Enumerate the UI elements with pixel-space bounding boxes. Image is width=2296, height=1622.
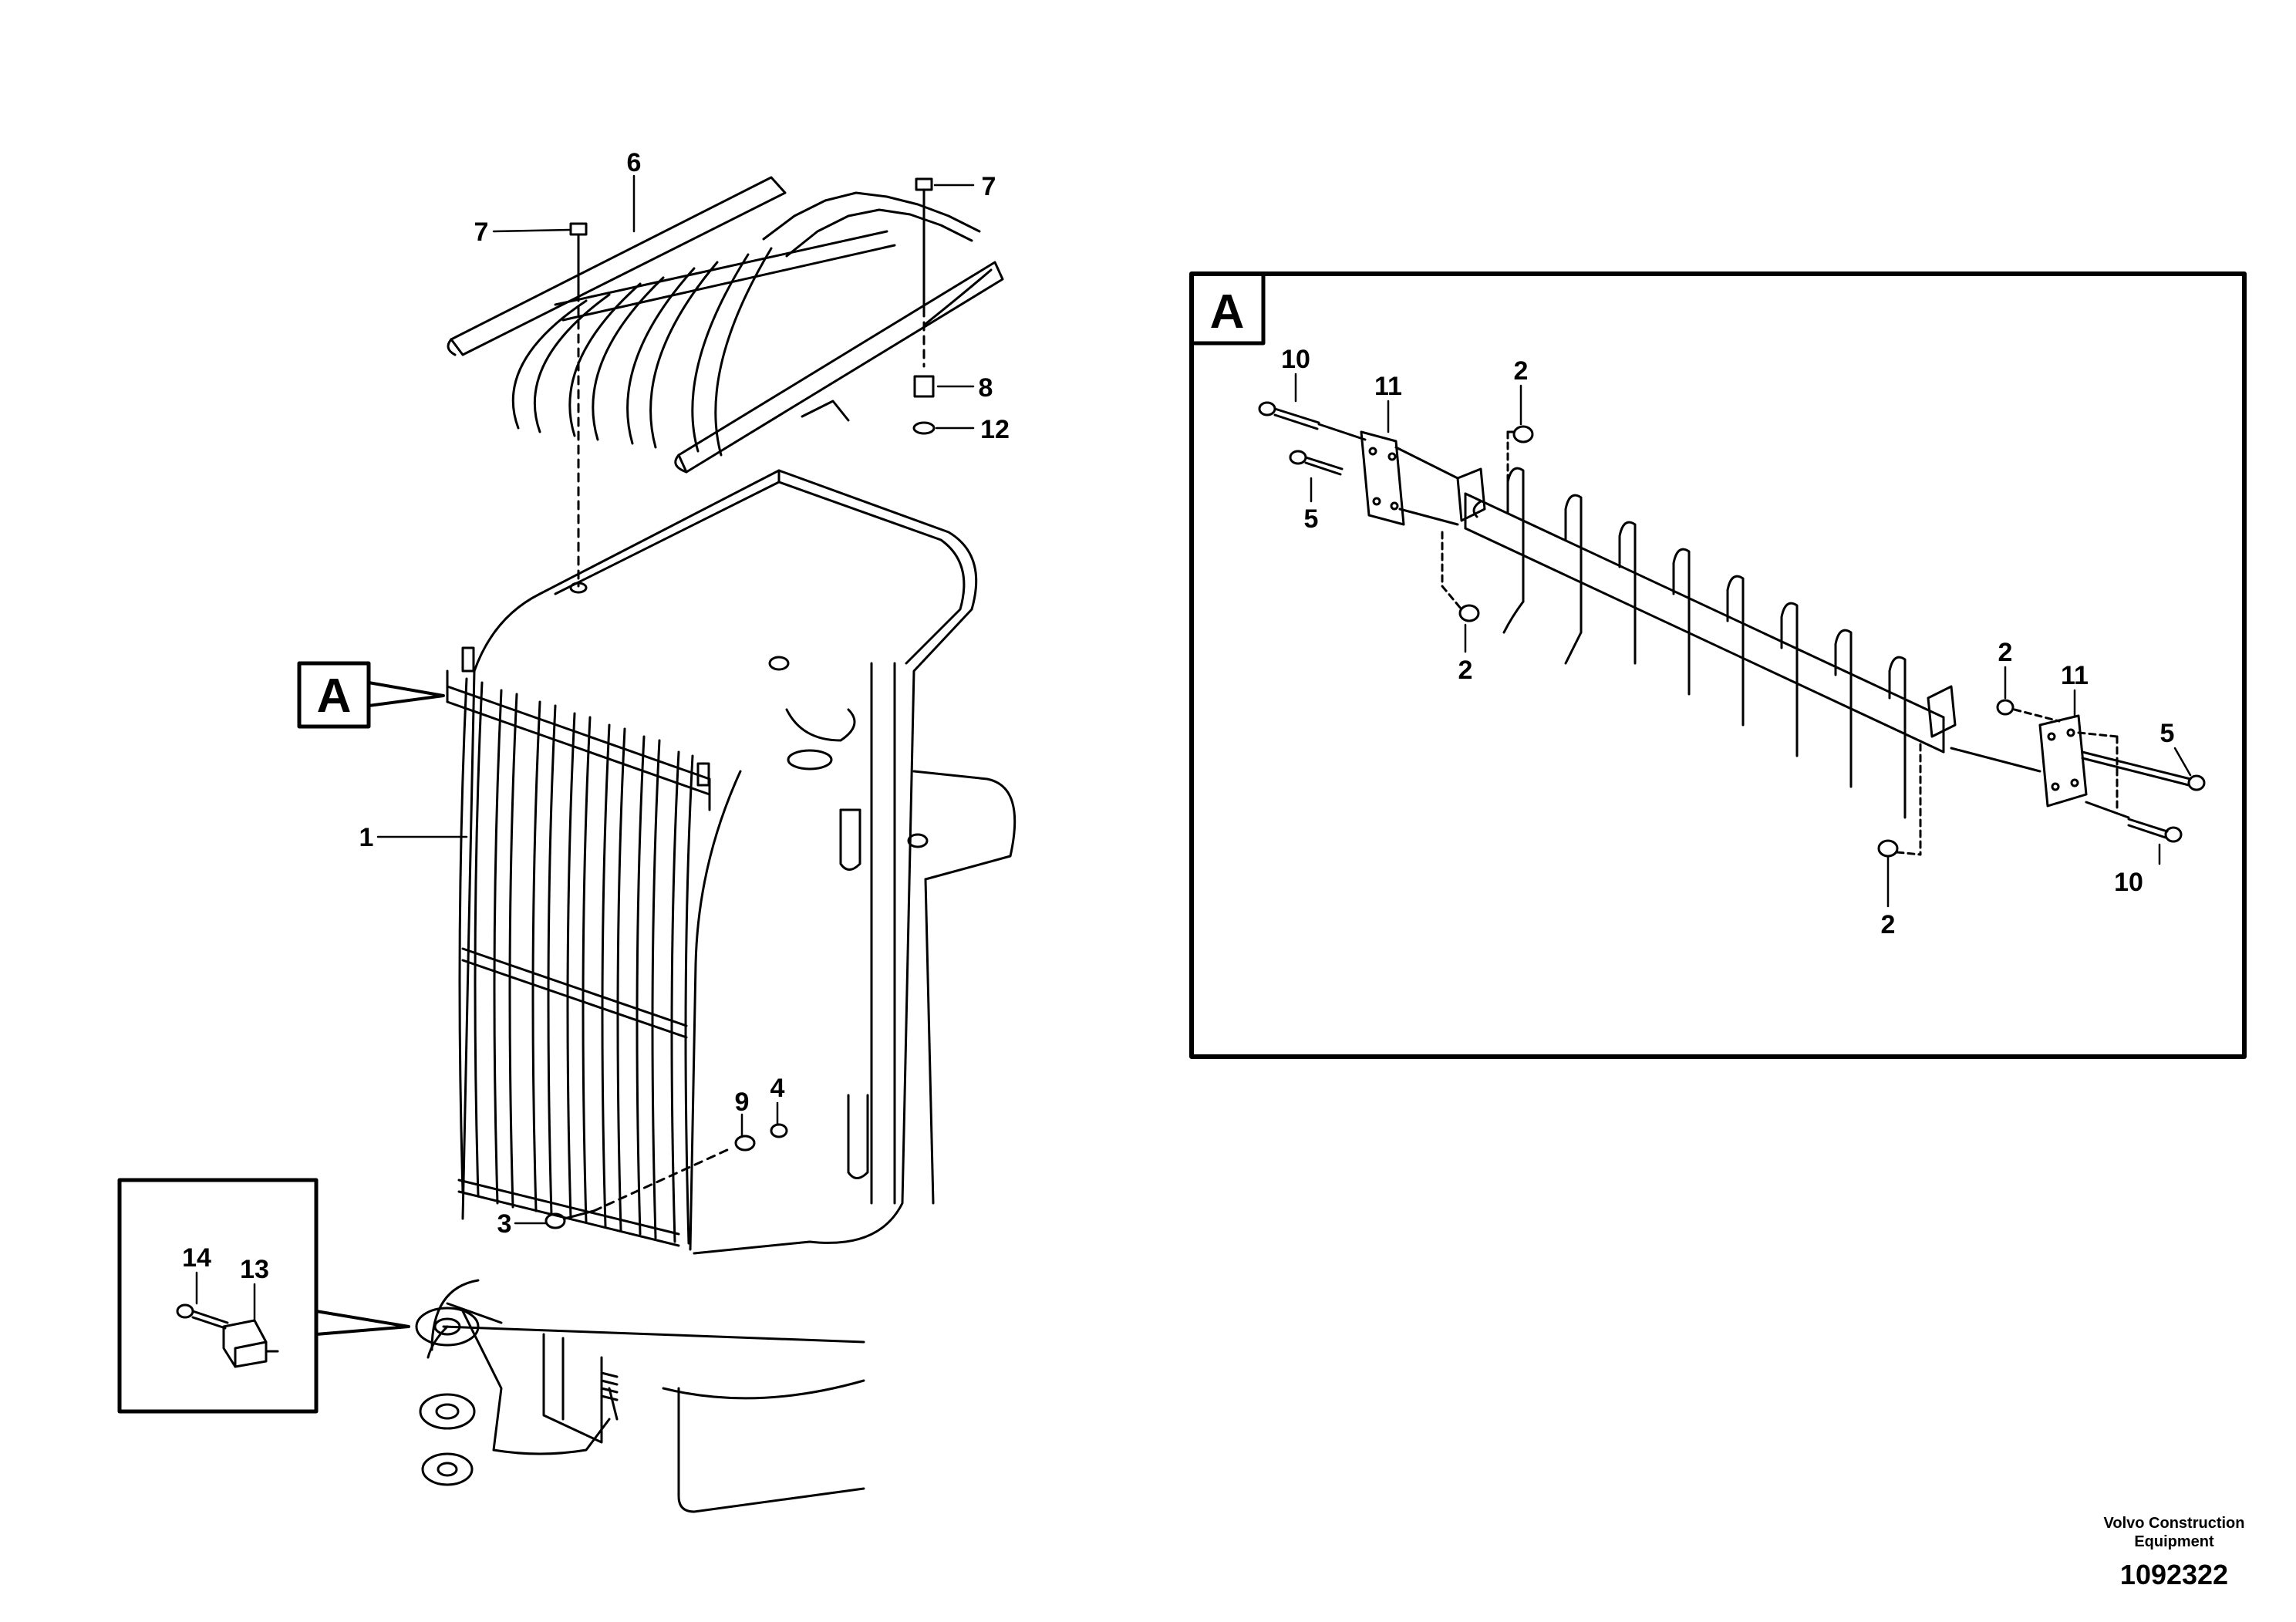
part-label-6: 6 xyxy=(627,148,642,177)
part-label-12: 12 xyxy=(980,415,1010,444)
detail-label-5-right: 5 xyxy=(2160,719,2175,748)
bolt-10-left xyxy=(1258,401,1367,441)
bolt-3 xyxy=(544,1148,730,1229)
nut-2-bottom-left xyxy=(1441,531,1480,622)
leader-lines xyxy=(195,174,2192,1322)
part-label-7-right: 7 xyxy=(982,172,996,201)
part-label-8: 8 xyxy=(979,373,993,403)
brand-line-2: Equipment xyxy=(2134,1533,2214,1550)
detail-label-5-left: 5 xyxy=(1304,504,1319,534)
brand-line-1: Volvo Construction xyxy=(2103,1515,2245,1532)
part-label-1: 1 xyxy=(359,823,374,852)
bolt-5-right xyxy=(2081,750,2206,791)
nut-4 xyxy=(770,1123,788,1138)
bolt-7-right xyxy=(915,177,933,368)
nut-2-top-left xyxy=(1506,425,1534,503)
cab-body xyxy=(461,469,1017,1255)
detail-label-10-left: 10 xyxy=(1281,345,1310,374)
detail-label-11-left: 11 xyxy=(1374,372,1402,401)
nut-2-bottom-right xyxy=(1877,743,1922,858)
part-label-4: 4 xyxy=(770,1074,785,1103)
label-group: A A 1 3 4 6 7 7 8 9 12 13 14 10 11 2 5 2… xyxy=(182,148,2174,1284)
part-label-13: 13 xyxy=(240,1255,269,1284)
detail-box-lower xyxy=(117,1178,410,1414)
part-label-3: 3 xyxy=(497,1209,512,1239)
top-guard-assembly xyxy=(447,176,1004,474)
boom-base xyxy=(415,1279,865,1513)
detail-label-11-right: 11 xyxy=(2061,661,2089,690)
bolt-10-right xyxy=(2085,801,2183,843)
bolt-5-left xyxy=(1289,450,1344,476)
detail-label-2-bottom-right: 2 xyxy=(1881,910,1896,939)
part-label-14: 14 xyxy=(182,1243,211,1273)
nut-2-top-right xyxy=(1996,699,2061,723)
plate-11-right xyxy=(1950,714,2119,811)
footer-block: Volvo Construction Equipment 1092322 xyxy=(2089,1514,2259,1591)
detail-label-2-top-left: 2 xyxy=(1514,356,1529,386)
washer-12 xyxy=(912,421,936,435)
front-guard xyxy=(446,646,711,1247)
detail-label-2-top-right: 2 xyxy=(1998,638,2013,667)
spacer-8 xyxy=(913,375,935,398)
bracket-13 xyxy=(222,1319,279,1368)
washer-9 xyxy=(734,1135,756,1152)
detail-a-panel xyxy=(1189,271,2247,1059)
bolt-14 xyxy=(176,1303,229,1330)
drawing-number: 1092322 xyxy=(2119,1559,2229,1590)
plate-11-left xyxy=(1360,430,1459,526)
part-label-9: 9 xyxy=(735,1088,750,1117)
guard-bar-detail xyxy=(1456,467,1957,819)
detail-label-10-right: 10 xyxy=(2114,868,2143,897)
view-a-flag xyxy=(297,661,445,729)
view-a-flag-label: A xyxy=(317,669,352,723)
detail-a-title: A xyxy=(1210,285,1245,339)
part-label-7-left: 7 xyxy=(474,218,489,247)
detail-label-2-bottom-left: 2 xyxy=(1458,656,1473,685)
